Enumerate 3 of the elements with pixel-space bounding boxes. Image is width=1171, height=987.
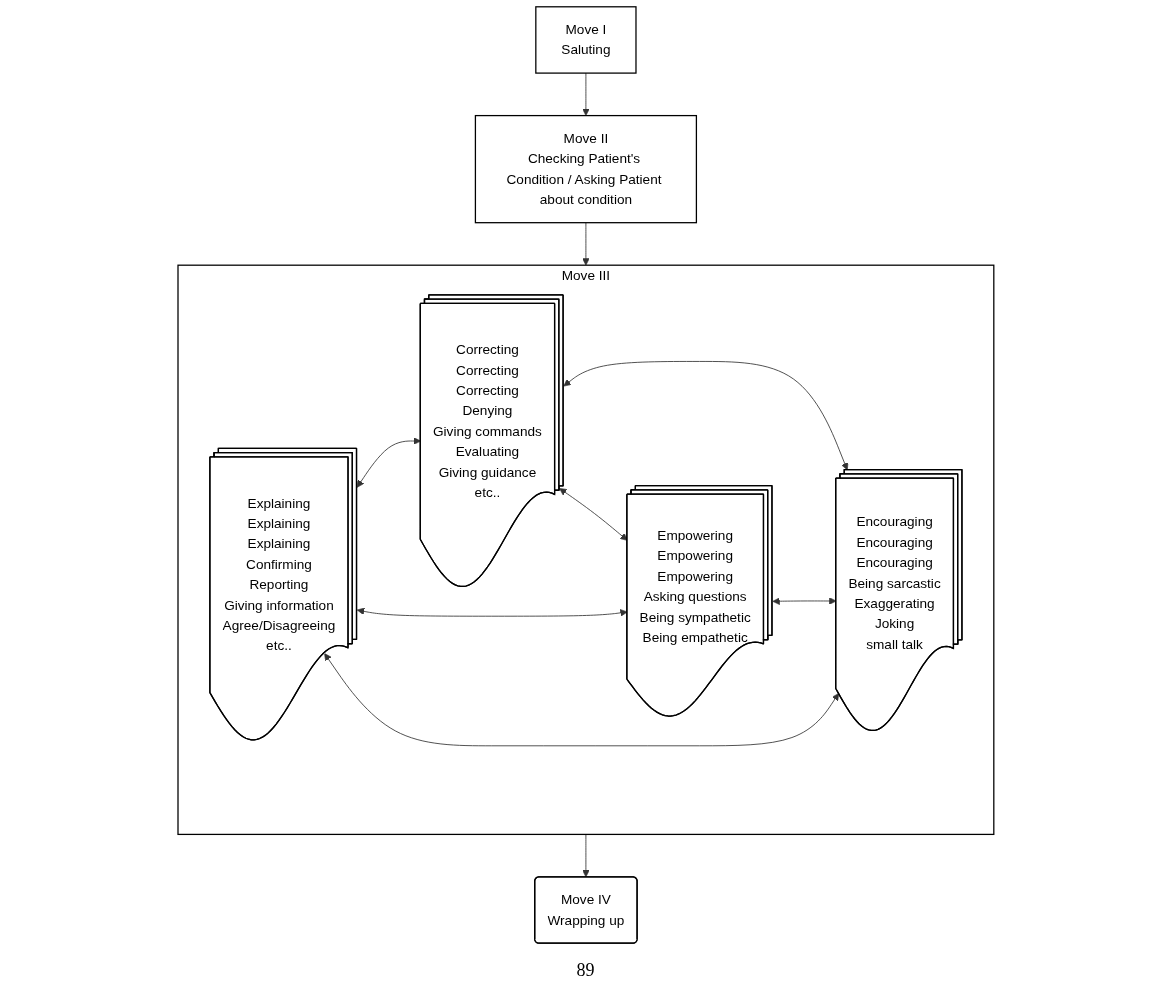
node-box: Move II Checking Patient's Condition / Asking Patient about condition bbox=[474, 114, 697, 224]
page-number: 89 bbox=[576, 960, 595, 980]
node-box: Move I Saluting bbox=[534, 6, 637, 74]
